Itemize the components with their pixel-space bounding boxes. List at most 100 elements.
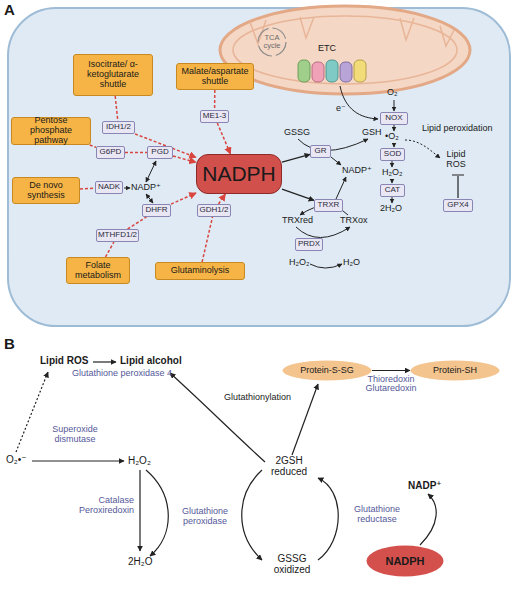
tca-cycle-circle — [258, 28, 286, 56]
dotted-arrow — [16, 372, 48, 452]
molecule-label: NADP⁺ — [342, 166, 372, 176]
flow-arrow — [292, 384, 318, 455]
curved-arrow — [170, 373, 265, 462]
node-text: Malate/aspartate shuttle — [179, 67, 251, 87]
node-text: NOX — [385, 114, 402, 123]
molecule-label: Lipid ROS — [441, 150, 471, 170]
connector — [372, 370, 410, 371]
complex-label: ETC — [318, 44, 336, 54]
node-text: DHFR — [145, 206, 167, 215]
node-text: IDH1/2 — [106, 123, 131, 132]
curved-arrow — [298, 139, 368, 151]
node-text: SOD — [384, 150, 401, 159]
node-text: TRXR — [318, 201, 340, 210]
molecule-label: Lipid ROS — [40, 355, 88, 366]
pathway-box: Glutaminolysis — [155, 262, 245, 280]
electron-label: e⁻ — [336, 104, 346, 114]
node-text: PGD — [151, 148, 168, 157]
connector — [219, 194, 226, 204]
ellipse-outline — [283, 361, 372, 381]
curved-arrow — [310, 264, 342, 268]
mitochondrion — [220, 6, 470, 94]
enzyme-box: TRXR — [314, 199, 343, 212]
connector — [214, 90, 216, 110]
enzyme-box: PGD — [147, 146, 173, 159]
enzyme-box: GR — [310, 145, 331, 158]
enzyme-box: ME1-3 — [200, 110, 229, 123]
pathway-box: Folate metabolism — [66, 257, 130, 284]
enzyme-box: NOX — [380, 112, 408, 125]
molecule-label: GSSG — [284, 128, 310, 138]
etc-complex — [354, 60, 366, 82]
flow-arrow — [392, 161, 393, 167]
enzyme-label: Catalase Peroxiredoxin — [74, 496, 134, 516]
enzyme-box: SOD — [380, 148, 405, 161]
molecule-label: GSSG oxidized — [266, 553, 318, 575]
connector — [173, 156, 196, 162]
pathway-box: Malate/aspartate shuttle — [176, 63, 254, 90]
inhibition-line — [452, 175, 464, 198]
connector — [217, 123, 230, 154]
connector — [202, 217, 212, 262]
ellipse-outline — [411, 361, 500, 381]
connector — [282, 154, 310, 162]
flow-arrow — [394, 100, 395, 111]
enzyme-label: Glutathione peroxidase — [170, 507, 240, 527]
enzyme-box: CAT — [380, 184, 405, 197]
curved-arrow — [146, 470, 168, 556]
molecule-label: O₂ — [387, 88, 398, 98]
molecule-label: NADP⁺ — [408, 480, 442, 491]
node-text: Glutaminolysis — [171, 266, 230, 276]
molecule-label: H₂O₂ — [289, 258, 310, 268]
etc-complex — [340, 62, 352, 82]
flow-arrow — [124, 188, 130, 189]
enzyme-label: Superoxide dismutase — [40, 425, 110, 445]
flow-arrow — [331, 157, 341, 165]
nadph-ellipse: NADPH — [366, 545, 444, 577]
enzyme-box: MTHFD1/2 — [96, 229, 139, 242]
node-text: PRDX — [298, 240, 320, 249]
pathway-box: Pentose phosphate pathway — [11, 117, 91, 145]
nadph-box: NADPH — [196, 154, 282, 194]
molecule-label: 2H₂O — [380, 204, 402, 214]
etc-complex — [298, 60, 310, 82]
protein-ellipse: Protein-SH — [410, 360, 500, 381]
node-text: NADPH — [202, 162, 276, 185]
node-text: Protein-SH — [433, 366, 477, 376]
molecule-label: H₂O — [343, 258, 360, 268]
connector — [128, 217, 147, 229]
curved-arrow — [318, 478, 338, 560]
process-label: Glutathionylation — [224, 393, 291, 403]
node-text: GPX4 — [447, 201, 468, 210]
edge-label: Thioredoxin Glutaredoxin — [356, 375, 426, 395]
node-text: De novo synthesis — [15, 181, 77, 201]
node-text: Protein-S-SG — [300, 366, 354, 376]
node-text: MTHFD1/2 — [98, 231, 137, 240]
electron-arrow — [340, 86, 378, 119]
connector — [125, 152, 147, 154]
node-text: NADPH — [385, 555, 424, 567]
curved-arrow — [420, 494, 436, 545]
node-text: GDH1/2 — [200, 206, 229, 215]
enzyme-box: NADK — [95, 181, 123, 194]
enzyme-label: Glutathione reductase — [342, 505, 412, 525]
node-text: Folate metabolism — [69, 261, 127, 281]
flow-arrow — [392, 179, 393, 183]
molecule-label: TRXox — [340, 216, 368, 226]
flow-arrow — [336, 177, 346, 199]
double-arrow — [146, 194, 153, 203]
connector — [80, 187, 95, 189]
enzyme-box: GDH1/2 — [197, 204, 231, 217]
pathway-box: De novo synthesis — [12, 177, 80, 204]
ellipse-outline — [367, 546, 444, 577]
flow-arrow — [394, 125, 395, 131]
process-label: Lipid peroxidation — [422, 124, 493, 134]
etc-complex — [326, 60, 338, 82]
enzyme-box: G6PD — [96, 146, 125, 159]
node-text: ME1-3 — [203, 112, 227, 121]
molecule-label: •O₂ — [385, 132, 399, 142]
enzyme-box: IDH1/2 — [102, 121, 135, 134]
connector — [282, 189, 314, 200]
molecule-label: 2GSH reduced — [265, 455, 313, 477]
